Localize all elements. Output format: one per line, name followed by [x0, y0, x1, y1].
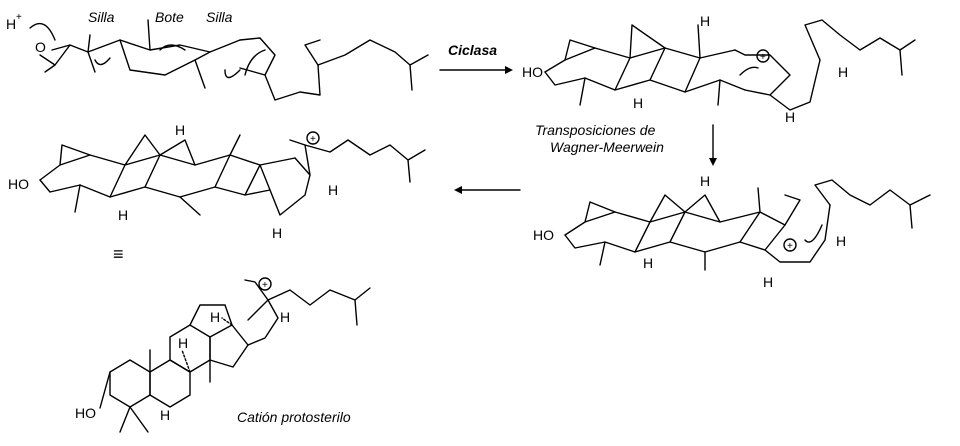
- hydrogen-label: H: [643, 255, 653, 271]
- positive-charge-icon: [756, 49, 770, 63]
- hydrogen-label: H: [210, 309, 220, 325]
- hydrogen-label: H: [178, 335, 188, 351]
- hydroxyl-label: HO: [522, 64, 543, 80]
- svg-text:+: +: [262, 280, 268, 291]
- enzyme-label: Ciclasa: [448, 42, 497, 58]
- svg-text:+: +: [310, 134, 316, 145]
- hydrogen-label: H: [838, 64, 848, 80]
- hydrogen-label: H: [328, 182, 338, 198]
- oxidosqualene-structure: O: [29, 19, 429, 101]
- hydrogen-label: H: [763, 274, 773, 290]
- hydrogen-label: H: [280, 309, 290, 325]
- protosteryl-cation-structure: [99, 279, 371, 433]
- proton-label: H: [6, 16, 16, 32]
- svg-text:+: +: [787, 241, 793, 252]
- epoxide-oxygen: O: [35, 39, 46, 55]
- hydroxyl-label: HO: [8, 176, 29, 192]
- equivalent-sign: ≡: [113, 244, 124, 264]
- intermediate-cation-2: [564, 179, 931, 271]
- silla-label-2: Silla: [206, 9, 233, 25]
- hydrogen-label: H: [785, 109, 795, 125]
- rearrangement-label-line2: Wagner-Meerwein: [550, 139, 664, 155]
- proton-charge: +: [16, 12, 22, 23]
- hydrogen-label: H: [700, 13, 710, 29]
- intermediate-cation-3: [39, 134, 426, 216]
- hydroxyl-label: HO: [75, 405, 96, 421]
- bote-label: Bote: [155, 9, 184, 25]
- hydrogen-label: H: [272, 225, 282, 241]
- positive-charge-icon: [258, 277, 272, 291]
- hydrogen-label: H: [633, 95, 643, 111]
- intermediate-cation-1: [544, 19, 916, 111]
- rearrangement-label-line1: Transposiciones de: [535, 122, 656, 138]
- hydrogen-label: H: [160, 407, 170, 423]
- positive-charge-icon: [783, 238, 797, 252]
- product-name-label: Catión protosterilo: [237, 409, 351, 425]
- hydrogen-label: H: [175, 122, 185, 138]
- positive-charge-icon: [306, 131, 320, 145]
- hydrogen-label: H: [836, 233, 846, 249]
- hydrogen-label: H: [118, 207, 128, 223]
- silla-label-1: Silla: [88, 9, 115, 25]
- svg-text:+: +: [760, 52, 766, 63]
- hydrogen-label: H: [700, 173, 710, 189]
- hydroxyl-label: HO: [533, 227, 554, 243]
